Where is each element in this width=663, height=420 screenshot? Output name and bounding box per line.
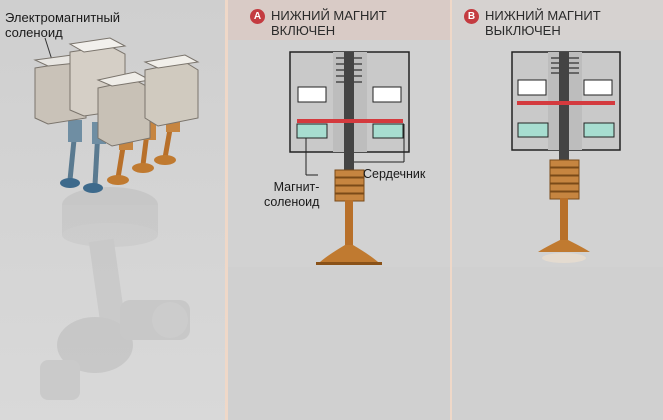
panel-a-title: НИЖНИЙ МАГНИТ ВКЛЮЧЕН: [271, 8, 387, 38]
label-core: Сердечник: [363, 167, 426, 181]
label-solenoid: Магнит- соленоид: [264, 180, 319, 210]
engine-illustration: [33, 37, 200, 400]
coil-left: [296, 123, 328, 139]
coil-left-b: [517, 122, 549, 138]
panel-a-header: A НИЖНИЙ МАГНИТ ВКЛЮЧЕН: [228, 0, 450, 40]
valve-stem-b: [560, 198, 568, 240]
coil-right: [372, 123, 404, 139]
solenoid-caption: Электромагнитный соленоид: [5, 10, 120, 40]
panel-a-lower: [228, 267, 450, 420]
coil-right-b: [583, 122, 615, 138]
valve-spring: [334, 169, 365, 202]
overview-panel: Электромагнитный соленоид: [0, 0, 225, 420]
label-solenoid-line1: Магнит-: [273, 180, 320, 194]
panel-magnet-off: B НИЖНИЙ МАГНИТ ВЫКЛЮЧЕН: [452, 0, 663, 420]
panel-b-mechanism: [511, 51, 621, 263]
panel-b-title-line2: ВЫКЛЮЧЕН: [485, 23, 561, 38]
solenoid-caption-line2: соленоид: [5, 25, 63, 40]
panel-magnet-on: A НИЖНИЙ МАГНИТ ВКЛЮЧЕН: [228, 0, 450, 420]
panel-a-badge: A: [250, 9, 265, 24]
separator-1: [225, 0, 228, 420]
valve-head: [320, 245, 378, 262]
panel-b-header: B НИЖНИЙ МАГНИТ ВЫКЛЮЧЕН: [452, 0, 663, 40]
panel-b-lower: [452, 267, 663, 420]
panel-a-title-line2: ВКЛЮЧЕН: [271, 23, 336, 38]
panel-a-mechanism: [289, 51, 410, 265]
ghost-piston: [40, 187, 190, 400]
label-solenoid-line2: соленоид: [264, 195, 320, 209]
armature-plate-b: [517, 101, 615, 105]
valve-spring-b: [549, 159, 580, 200]
valve-head-b: [538, 240, 590, 252]
armature-plate: [297, 119, 403, 123]
solenoid-caption-line1: Электромагнитный: [5, 10, 121, 25]
solenoid-blocks: [33, 37, 200, 147]
panel-b-title-line1: НИЖНИЙ МАГНИТ: [485, 8, 601, 23]
panel-b-title: НИЖНИЙ МАГНИТ ВЫКЛЮЧЕН: [485, 8, 601, 38]
separator-2: [450, 0, 453, 420]
panel-b-badge: B: [464, 9, 479, 24]
valve-stem: [345, 200, 353, 245]
panel-a-title-line1: НИЖНИЙ МАГНИТ: [271, 8, 387, 23]
